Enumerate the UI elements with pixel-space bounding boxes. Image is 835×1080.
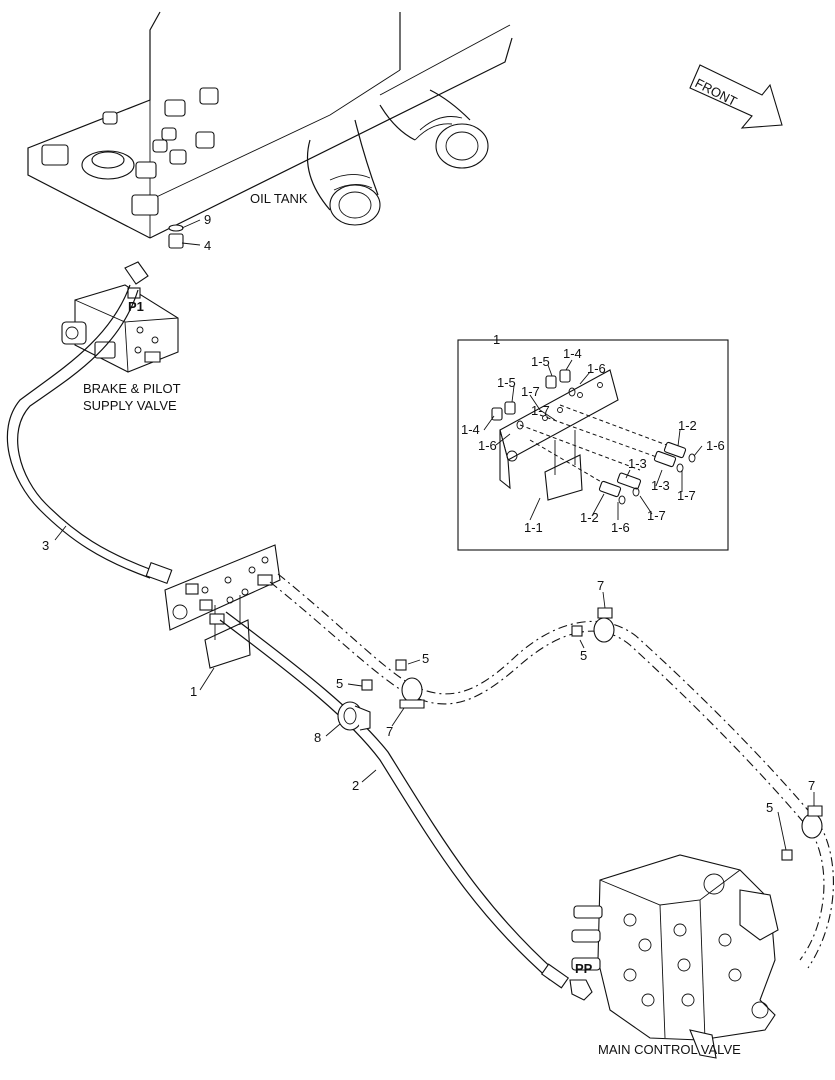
callout-7-b: 7: [597, 578, 604, 593]
oil-tank-label: OIL TANK: [250, 191, 308, 206]
clamp-7-b: [571, 607, 615, 643]
front-arrow: FRONT: [689, 64, 783, 129]
port-pp-label: PP: [575, 961, 593, 976]
main-control-valve: [571, 854, 779, 1059]
callout-3: 3: [42, 538, 49, 553]
detail-item-1-5-b: 1-5: [497, 375, 516, 390]
clamp-7-c: [781, 805, 823, 861]
callout-7-a: 7: [386, 724, 393, 739]
callout-5-c: 5: [580, 648, 587, 663]
detail-bracket: [499, 369, 681, 501]
oil-tank: [27, 11, 513, 249]
brake-valve-label-line2: SUPPLY VALVE: [83, 398, 177, 413]
tank-fittings: [41, 87, 219, 216]
detail-item-1-7-b: 1-7: [531, 403, 550, 418]
clamp-7-a: [399, 677, 425, 709]
callout-7-c: 7: [808, 778, 815, 793]
suction-pipe-left: [306, 119, 381, 226]
callout-5-d: 5: [766, 800, 773, 815]
detail-item-1-3-b: 1-3: [651, 478, 670, 493]
detail-item-1-5-a: 1-5: [531, 354, 550, 369]
bolt-5-a: [361, 659, 407, 691]
detail-item-1-6-b: 1-6: [478, 438, 497, 453]
callout-9: 9: [204, 212, 211, 227]
callout-8: 8: [314, 730, 321, 745]
detail-item-1-3-a: 1-3: [628, 456, 647, 471]
detail-item-1-1: 1-1: [524, 520, 543, 535]
suction-pipe-right: [379, 89, 489, 169]
detail-item-1-6-d: 1-6: [611, 520, 630, 535]
callout-5-b: 5: [336, 676, 343, 691]
detail-item-1-2-b: 1-2: [580, 510, 599, 525]
callout-1: 1: [190, 684, 197, 699]
drain-plug: [168, 224, 184, 249]
detail-item-1-7-d: 1-7: [647, 508, 666, 523]
detail-item-1-2-a: 1-2: [678, 418, 697, 433]
detail-item-1-4-a: 1-4: [563, 346, 582, 361]
detail-item-1-4-b: 1-4: [461, 422, 480, 437]
detail-item-1-6-a: 1-6: [587, 361, 606, 376]
brake-valve-label-line1: BRAKE & PILOT: [83, 381, 181, 396]
brake-pilot-supply-valve: [61, 261, 179, 373]
hose-2: [219, 611, 593, 1001]
detail-item-1-7-a: 1-7: [521, 384, 540, 399]
main-control-valve-label: MAIN CONTROL VALVE: [598, 1042, 741, 1057]
callout-2: 2: [352, 778, 359, 793]
detail-item-1-7-c: 1-7: [677, 488, 696, 503]
detail-fittings: [491, 369, 696, 505]
callout-4: 4: [204, 238, 211, 253]
clamp-8: [337, 701, 371, 731]
detail-title: 1: [493, 332, 500, 347]
callout-5-a: 5: [422, 651, 429, 666]
detail-box: 1: [457, 332, 729, 551]
bracket-1: [164, 544, 281, 669]
port-p1-label: P1: [128, 299, 144, 314]
hose-3: [6, 284, 173, 585]
detail-item-1-6-c: 1-6: [706, 438, 725, 453]
